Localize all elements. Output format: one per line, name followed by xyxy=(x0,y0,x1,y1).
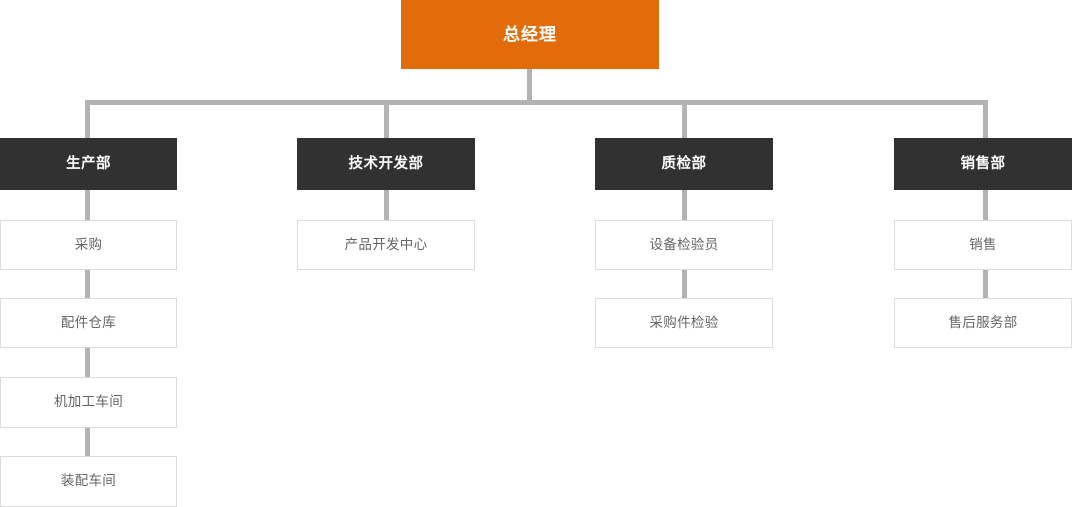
connector-col4-seg-2 xyxy=(983,270,988,298)
connector-col2-seg-1 xyxy=(384,190,389,220)
connector-col1-seg-4 xyxy=(85,428,90,456)
org-node-root[interactable]: 总经理 xyxy=(401,0,659,69)
org-node-department-1[interactable]: 生产部 xyxy=(0,138,177,190)
connector-col1-seg-3 xyxy=(85,348,90,377)
connector-col1-seg-2 xyxy=(85,270,90,298)
org-node-leaf-3-1[interactable]: 设备检验员 xyxy=(595,220,773,270)
connector-col1-seg-1 xyxy=(85,190,90,220)
org-node-leaf-4-1[interactable]: 销售 xyxy=(894,220,1072,270)
connector-root-drop xyxy=(527,69,532,102)
org-node-leaf-3-2[interactable]: 采购件检验 xyxy=(595,298,773,348)
org-node-department-4[interactable]: 销售部 xyxy=(894,138,1072,190)
org-node-department-3[interactable]: 质检部 xyxy=(595,138,773,190)
connector-bus-to-dept-3 xyxy=(682,100,687,138)
org-node-leaf-1-2[interactable]: 配件仓库 xyxy=(0,298,177,348)
connector-col3-seg-1 xyxy=(682,190,687,220)
org-node-leaf-1-1[interactable]: 采购 xyxy=(0,220,177,270)
connector-col4-seg-1 xyxy=(983,190,988,220)
org-node-leaf-1-4[interactable]: 装配车间 xyxy=(0,456,177,507)
org-node-department-2[interactable]: 技术开发部 xyxy=(297,138,475,190)
org-node-leaf-2-1[interactable]: 产品开发中心 xyxy=(297,220,475,270)
connector-bus-to-dept-1 xyxy=(85,100,90,138)
connector-horizontal-bus xyxy=(85,100,988,105)
org-node-leaf-4-2[interactable]: 售后服务部 xyxy=(894,298,1072,348)
org-node-leaf-1-3[interactable]: 机加工车间 xyxy=(0,377,177,428)
connector-col3-seg-2 xyxy=(682,270,687,298)
connector-bus-to-dept-4 xyxy=(983,100,988,138)
connector-bus-to-dept-2 xyxy=(384,100,389,138)
